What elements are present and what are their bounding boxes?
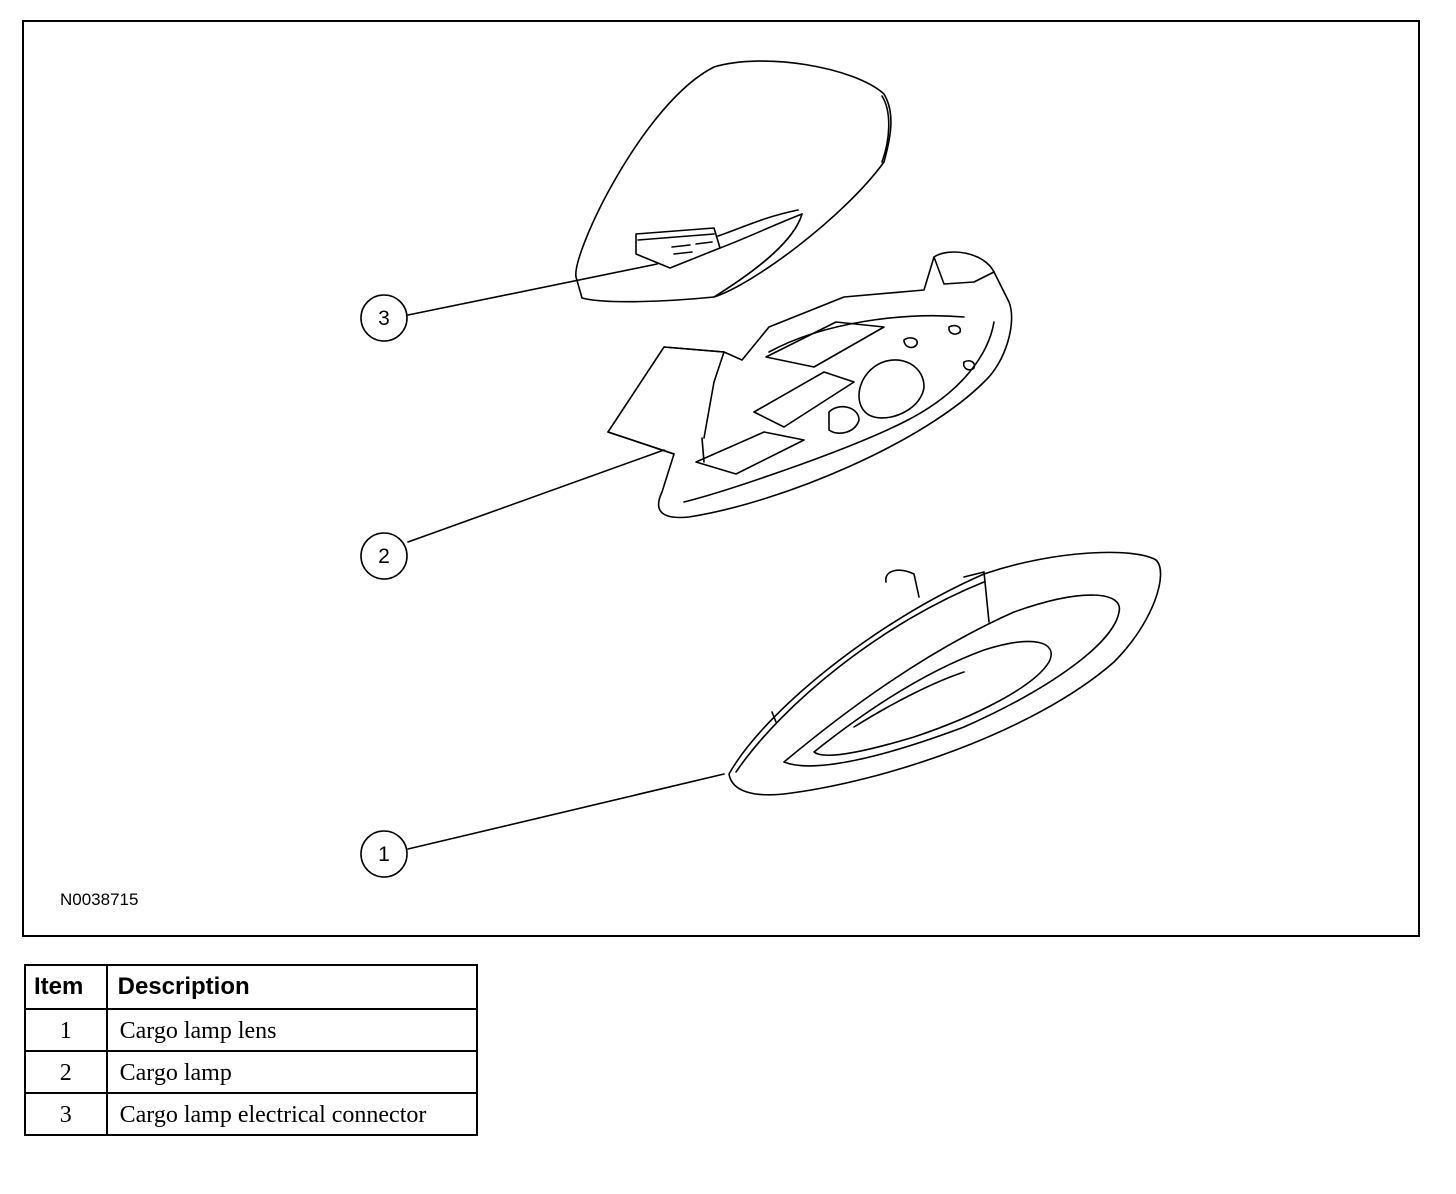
electrical-connector-drawing [635, 209, 803, 298]
leader-line-1 [407, 773, 725, 850]
leader-line-2 [407, 449, 665, 543]
legend-item-description: Cargo lamp electrical connector [105, 1092, 479, 1136]
table-row: 1 Cargo lamp lens [24, 1008, 479, 1052]
legend-item-description: Cargo lamp [105, 1050, 479, 1094]
figure-frame: 3 2 1 N0038715 [22, 20, 1420, 937]
legend-item-description: Cargo lamp lens [105, 1008, 479, 1052]
legend-header-item: Item [24, 964, 108, 1010]
callout-1-label: 1 [378, 843, 390, 866]
callout-3-label: 3 [378, 307, 390, 330]
legend-item-number: 2 [24, 1050, 108, 1094]
legend-table: Item Description 1 Cargo lamp lens 2 Car… [24, 964, 479, 1136]
callout-2-label: 2 [378, 545, 390, 568]
leader-line-3 [407, 263, 658, 316]
callout-3-circle [360, 294, 408, 342]
headliner-panel-drawing [575, 60, 892, 303]
legend-header-row: Item Description [24, 964, 479, 1010]
exploded-view-diagram: 3 2 1 [360, 60, 1162, 878]
figure-id: N0038715 [60, 890, 139, 909]
table-row: 3 Cargo lamp electrical connector [24, 1092, 479, 1136]
cargo-lamp-lens-drawing [728, 551, 1162, 796]
legend-item-number: 1 [24, 1008, 108, 1052]
table-row: 2 Cargo lamp [24, 1050, 479, 1094]
cargo-lamp-drawing [607, 251, 1013, 519]
legend-header-description: Description [105, 964, 479, 1010]
callout-1-circle [360, 830, 408, 878]
callout-2-circle [360, 532, 408, 580]
legend-item-number: 3 [24, 1092, 108, 1136]
